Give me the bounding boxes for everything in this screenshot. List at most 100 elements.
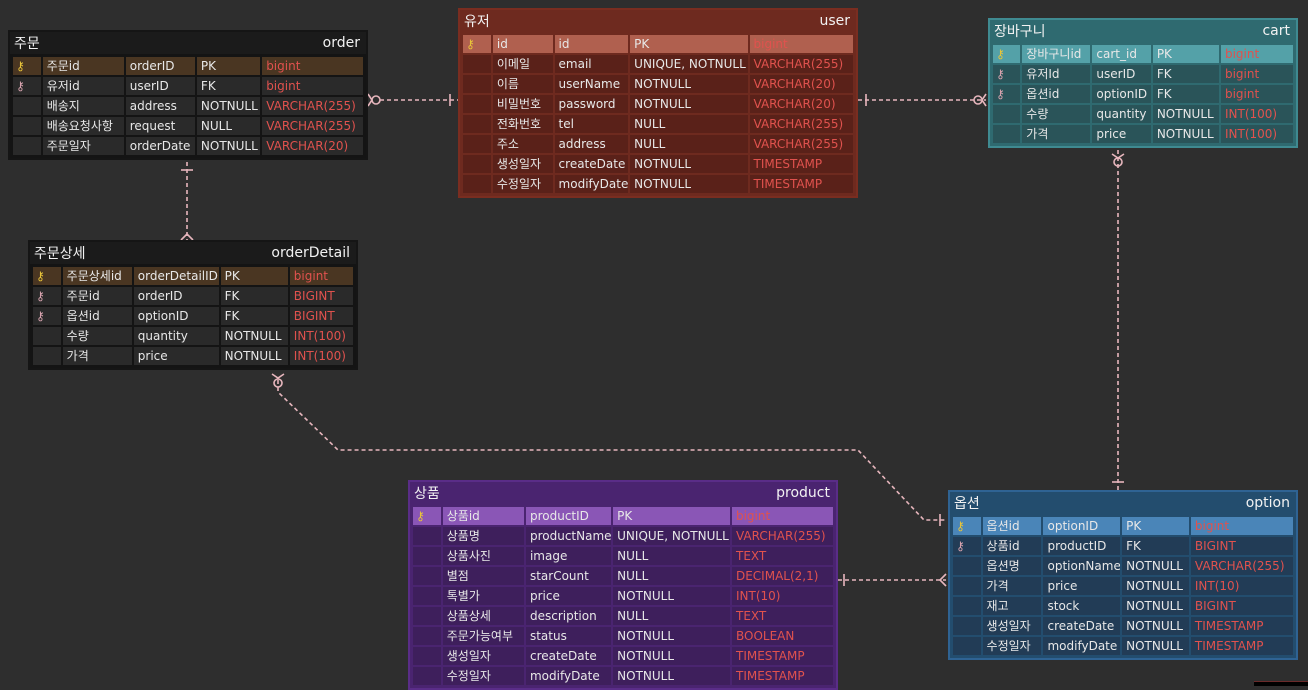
column-type: bigint	[289, 267, 353, 285]
key-cell: ⚷	[33, 267, 61, 285]
column-physical-name: createDate	[525, 647, 612, 665]
column-physical-name: createDate	[554, 155, 629, 173]
key-icon: ⚷	[466, 37, 475, 51]
column-logical-name: 주문상세id	[62, 267, 132, 285]
column-logical-name: 상품명	[442, 527, 524, 545]
column-constraint: FK	[1152, 65, 1219, 83]
column-logical-name: 수량	[1022, 105, 1091, 123]
column-physical-name: request	[125, 117, 195, 135]
column-type: bigint	[1220, 65, 1293, 83]
column-physical-name: image	[525, 547, 612, 565]
table-logical-name: order	[322, 35, 360, 51]
column-physical-name: password	[554, 95, 629, 113]
optional-marker	[1113, 157, 1123, 167]
column-type: INT(10)	[1190, 577, 1294, 595]
optional-marker	[371, 95, 381, 105]
column-type: TEXT	[731, 607, 833, 625]
column-logical-name: 주문id	[42, 57, 124, 75]
key-cell	[953, 617, 981, 635]
column-constraint: NOTNULL	[1152, 105, 1219, 123]
column-type: bigint	[1220, 85, 1293, 103]
column-constraint: PK	[630, 35, 748, 53]
column-physical-name: orderID	[133, 287, 219, 305]
key-icon: ⚷	[996, 47, 1005, 61]
column-type: bigint	[262, 57, 363, 75]
column-type: BIGINT	[289, 287, 353, 305]
column-type: bigint	[262, 77, 363, 95]
column-logical-name: 상품id	[982, 537, 1042, 555]
many-marker	[1111, 153, 1125, 159]
column-logical-name: 생성일자	[442, 647, 524, 665]
column-type: BIGINT	[289, 307, 353, 325]
key-cell: ⚷	[953, 517, 981, 535]
column-type: VARCHAR(20)	[749, 95, 853, 113]
column-logical-name: 이름	[492, 75, 553, 93]
key-cell	[463, 75, 491, 93]
column-type: TIMESTAMP	[1190, 617, 1294, 635]
column-type: BIGINT	[1190, 597, 1294, 615]
key-icon: ⚷	[956, 519, 965, 533]
column-constraint: PK	[196, 57, 261, 75]
table-logical-name: option	[1245, 495, 1290, 511]
corner-artifact	[1254, 681, 1308, 686]
column-physical-name: optionID	[133, 307, 219, 325]
column-constraint: NOTNULL	[613, 647, 730, 665]
key-cell: ⚷	[993, 65, 1021, 83]
column-type: VARCHAR(255)	[749, 55, 853, 73]
column-type: INT(100)	[1220, 125, 1293, 143]
column-logical-name: 수량	[62, 327, 132, 345]
